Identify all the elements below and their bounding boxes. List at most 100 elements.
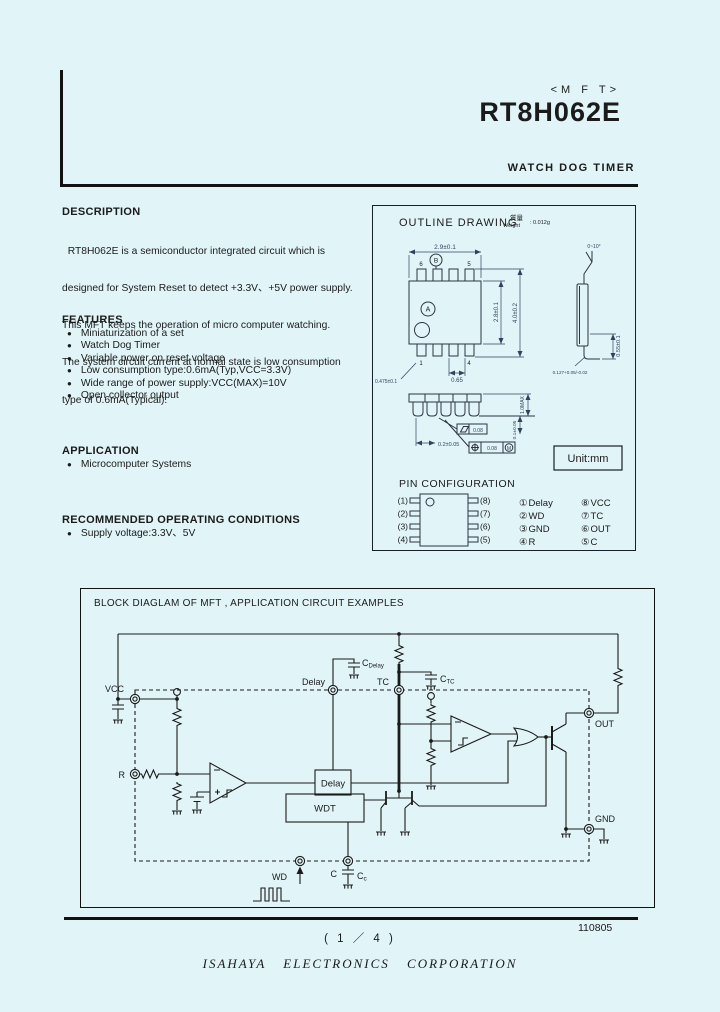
header-rule-horizontal (60, 184, 638, 187)
pin-label-gnd: GND (595, 814, 616, 824)
circuit-wiring (111, 633, 623, 902)
description-line: The system circuit current at normal sta… (62, 357, 341, 369)
features-heading: FEATURES (62, 314, 123, 326)
description-line: designed for System Reset to detect +3.3… (62, 283, 353, 295)
bullet-icon: ● (67, 391, 72, 401)
operating-conditions-section: RECOMMENDED OPERATING CONDITIONS ●Supply… (62, 514, 300, 540)
wd-terminal-icon (294, 855, 306, 867)
description-section: DESCRIPTION RT8H062E is a semiconductor … (62, 206, 353, 432)
bullet-icon: ● (67, 460, 72, 469)
list-item: ● Wide range of power supply:VCC(MAX)=10V (67, 378, 291, 390)
header-rule-vertical (60, 70, 63, 186)
doc-code: 110805 (578, 922, 613, 934)
block-diagram-heading: BLOCK DIAGLAM OF MFT , APPLICATION CIRCU… (94, 598, 404, 609)
unit-box (553, 445, 623, 471)
outline-heading: OUTLINE DRAWING (399, 217, 518, 229)
pin-label-out: OUT (595, 719, 615, 729)
list-item: ● Miniaturization of a set (67, 328, 291, 340)
cap-c-label: Cc (357, 871, 368, 883)
family-tag: <M F T> (550, 84, 620, 96)
dim-standoff: 0.55±0.1 (616, 335, 622, 356)
list-item: ● Microcomputer Systems (67, 459, 191, 471)
pin-number: 5 (467, 262, 471, 268)
pin-assignment: ⑤C (581, 537, 598, 548)
pin-number: 6 (419, 262, 423, 268)
weight-label-jp: 質量 (510, 213, 524, 222)
dim-lead-offset: 0.475±0.1 (375, 379, 397, 385)
tolerance-value: 0.08 (487, 446, 497, 452)
pin-label-r: R (119, 770, 126, 780)
description-line: type of 0.6mA(Typical). (62, 394, 168, 406)
pin-label: (6) (480, 522, 491, 532)
c-terminal-icon (342, 855, 354, 867)
dim-height-max: 1.0MAX (520, 395, 526, 413)
bullet-icon: ● (67, 529, 72, 538)
outline-drawing-figure: OUTLINE DRAWING 質量 Weight : 0.012g 2.9±0… (375, 213, 623, 548)
delay-block-label: Delay (321, 779, 346, 790)
wd-arrow-icon (296, 866, 304, 874)
features-list: ● Miniaturization of a set ● Watch Dog Tim… (67, 328, 291, 402)
dim-angle: 0~10° (587, 244, 600, 250)
application-heading: APPLICATION (62, 445, 140, 457)
feature-label: Open collector output (80, 390, 179, 402)
tolerance-modifier: M (507, 446, 511, 452)
mark-a: A (426, 307, 431, 314)
features-section: FEATURES ● Miniaturization of a set ● Watc… (62, 314, 291, 402)
pin-label-delay: Delay (302, 677, 326, 687)
weight-label-en: Weight (503, 223, 520, 229)
cap-tc-label: CTC (440, 674, 455, 686)
feature-label: Watch Dog Timer (80, 340, 160, 352)
pin-assignment: ①Delay (519, 498, 553, 509)
pin-configuration-heading: PIN CONFIGURATION (399, 478, 515, 490)
pin-label-wd: WD (272, 872, 287, 882)
company-name: ISAHAYA ELECTRONICS CORPORATION (202, 956, 518, 971)
wdt-block-label: WDT (314, 804, 336, 815)
bullet-icon: ● (67, 329, 72, 338)
r-terminal-icon (129, 768, 141, 780)
supply-voltage-label: Supply voltage:3.3V、5V (80, 528, 196, 539)
block-diagram-panel: BLOCK DIAGLAM OF MFT , APPLICATION CIRCU… (80, 588, 655, 908)
dim-bottom-standoff: 0.1±0.05 (512, 420, 518, 439)
part-number: RT8H062E (479, 97, 621, 127)
mark-b: B (434, 258, 438, 265)
pin-assignment: ⑥OUT (581, 524, 611, 535)
outline-panel: OUTLINE DRAWING 質量 Weight : 0.012g 2.9±0… (372, 205, 636, 551)
weight-value: : 0.012g (530, 220, 550, 226)
pin-label: (1) (398, 496, 409, 506)
pin-assignment: ⑧VCC (581, 498, 611, 509)
delay-terminal-icon (327, 684, 339, 696)
pin-number: 1 (419, 361, 423, 367)
pin-assignment: ④R (519, 537, 536, 548)
unit-note: Unit:mm (568, 453, 609, 465)
pin-label: (7) (480, 509, 491, 519)
pin-number: 4 (467, 361, 471, 367)
list-item: ● Watch Dog Timer (67, 340, 291, 352)
out-terminal-icon (583, 707, 595, 719)
block-diagram-figure: BLOCK DIAGLAM OF MFT , APPLICATION CIRCU… (94, 598, 623, 902)
dim-width: 2.9±0.1 (434, 244, 456, 251)
cap-delay-label: CDelay (362, 658, 384, 670)
description-line: RT8H062E is a semiconductor integrated c… (62, 245, 326, 257)
list-item: ●Variable power on reset voltage (67, 353, 291, 365)
pin-label: (2) (398, 509, 409, 519)
feature-label: Wide range of power supply:VCC(MAX)=10V (80, 377, 287, 389)
pin-assignment: ③GND (519, 524, 550, 535)
pin-label-vcc: VCC (105, 684, 125, 694)
dim-total-height: 4.0±0.2 (513, 302, 519, 323)
feature-label: Miniaturization of a set (80, 328, 184, 339)
pin-assignment: ②WD (519, 511, 544, 522)
application-label: Microcomputer Systems (80, 459, 192, 470)
bullet-icon: ● (67, 378, 72, 388)
list-item: ● Supply voltage:3.3V、5V (67, 528, 300, 540)
bullet-icon: ● (67, 341, 72, 351)
gnd-terminal-icon (583, 823, 595, 835)
pin-label: (4) (398, 535, 409, 545)
feature-label: Variable power on reset voltage (80, 352, 225, 364)
description-line: This MFT keeps the operation of micro co… (62, 320, 331, 332)
tc-terminal-icon (393, 684, 405, 696)
pin-label-c: C (331, 869, 338, 879)
footer-rule (64, 917, 638, 920)
list-item: ●Low consumption type:0.6mA(Typ,VCC=3.3V… (67, 365, 291, 377)
vcc-terminal-icon (129, 693, 141, 705)
